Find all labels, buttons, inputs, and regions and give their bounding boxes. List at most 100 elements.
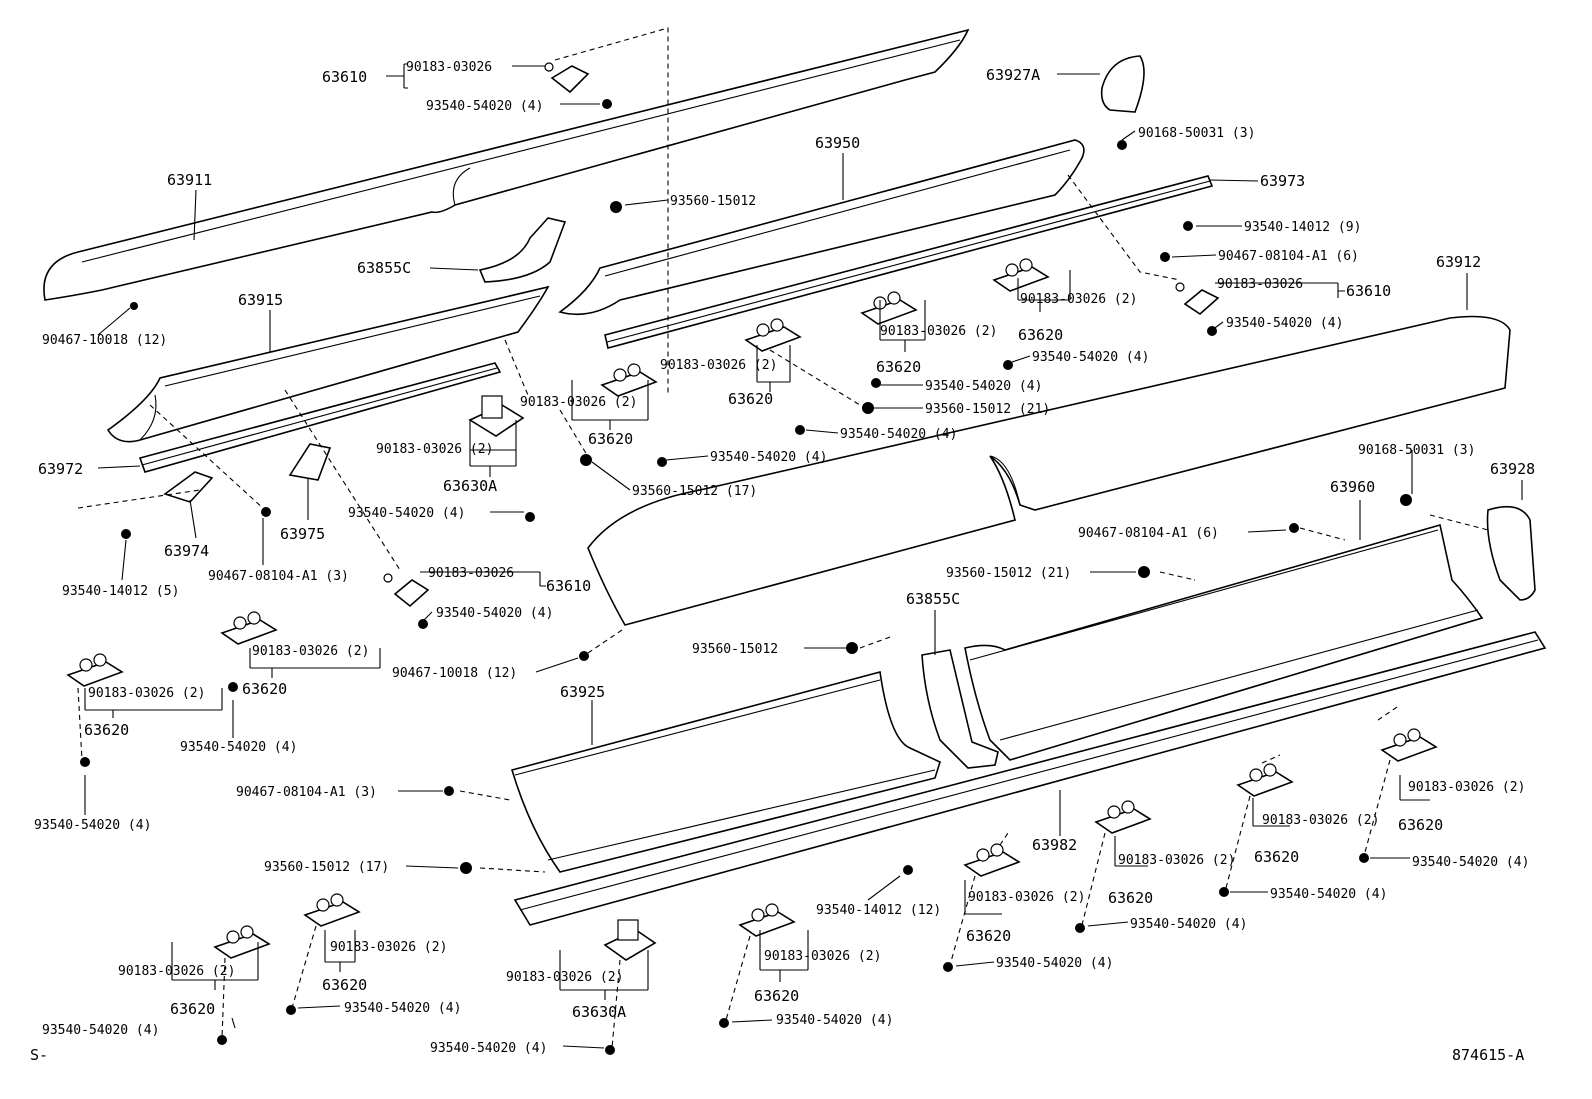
label-93540-14012-9: 93540-14012 (9) — [1244, 220, 1361, 235]
panel-63915[interactable] — [106, 285, 550, 443]
clip-mounts-63620[interactable] — [66, 258, 1438, 959]
pad-63974[interactable] — [163, 471, 214, 503]
label-90467-08104-A1-6: 90467-08104-A1 (6) — [1218, 249, 1359, 264]
label-90467-08104-A1-3: 90467-08104-A1 (3) — [236, 785, 377, 800]
label-63974: 63974 — [164, 542, 209, 560]
label-90183-03026-2: 90183-03026 (2) — [660, 358, 777, 373]
panel-63960[interactable] — [964, 523, 1484, 761]
label-63973: 63973 — [1260, 172, 1305, 190]
label-93540-54020-4: 93540-54020 (4) — [776, 1013, 893, 1028]
label-90183-03026: 90183-03026 — [428, 566, 514, 581]
label-63928: 63928 — [1490, 460, 1535, 478]
label-63620: 63620 — [966, 927, 1011, 945]
label-93540-54020-4: 93540-54020 (4) — [710, 450, 827, 465]
label-93540-54020-4: 93540-54020 (4) — [1226, 316, 1343, 331]
label-93540-54020-4: 93540-54020 (4) — [1412, 855, 1529, 870]
label-90467-10018-12: 90467-10018 (12) — [392, 666, 517, 681]
label-93560-15012-17: 93560-15012 (17) — [264, 860, 389, 875]
label-93560-15012-21: 93560-15012 (21) — [925, 402, 1050, 417]
clip-base-63630A-upper[interactable] — [468, 395, 525, 437]
bracket-63855C-lower[interactable] — [921, 649, 999, 769]
label-63982: 63982 — [1032, 836, 1077, 854]
label-63911: 63911 — [167, 171, 212, 189]
label-63630A: 63630A — [443, 477, 497, 495]
label-63975: 63975 — [280, 525, 325, 543]
label-90467-08104-A1-6: 90467-08104-A1 (6) — [1078, 526, 1219, 541]
label-93560-15012: 93560-15012 — [692, 642, 778, 657]
end-cap-63927A[interactable] — [1100, 55, 1145, 113]
label-63620: 63620 — [322, 976, 367, 994]
label-63972: 63972 — [38, 460, 83, 478]
label-63610: 63610 — [322, 68, 367, 86]
pad-63975[interactable] — [288, 443, 332, 481]
label-63620: 63620 — [1018, 326, 1063, 344]
label-93540-54020-4: 93540-54020 (4) — [180, 740, 297, 755]
label-90183-03026-2: 90183-03026 (2) — [506, 970, 623, 985]
clip-plate-63610-left[interactable] — [383, 573, 430, 629]
panel-63950[interactable] — [558, 139, 1085, 316]
label-90183-03026-2: 90183-03026 (2) — [88, 686, 205, 701]
label-63915: 63915 — [238, 291, 283, 309]
label-90467-10018-12: 90467-10018 (12) — [42, 333, 167, 348]
label-93540-54020-4: 93540-54020 (4) — [925, 379, 1042, 394]
label-63620: 63620 — [588, 430, 633, 448]
rail-63982[interactable] — [513, 631, 1547, 926]
label-93560-15012-21: 93560-15012 (21) — [946, 566, 1071, 581]
label-63855C: 63855C — [906, 590, 960, 608]
label-63620: 63620 — [1398, 816, 1443, 834]
label-90467-08104-A1-3: 90467-08104-A1 (3) — [208, 569, 349, 584]
panel-63925[interactable] — [510, 670, 941, 873]
label-63620: 63620 — [754, 987, 799, 1005]
molding-63912[interactable] — [587, 315, 1511, 626]
label-90183-03026-2: 90183-03026 (2) — [118, 964, 235, 979]
corner-mark: S- — [30, 1046, 48, 1064]
label-90183-03026: 90183-03026 — [406, 60, 492, 75]
label-63950: 63950 — [815, 134, 860, 152]
label-63912: 63912 — [1436, 253, 1481, 271]
clip-plate-63610-top[interactable] — [544, 62, 612, 109]
end-cap-63928[interactable] — [1486, 505, 1536, 601]
label-93540-54020-4: 93540-54020 (4) — [34, 818, 151, 833]
label-63620: 63620 — [1108, 889, 1153, 907]
leader-lines — [84, 63, 1523, 1049]
label-63630A: 63630A — [572, 1003, 626, 1021]
label-90168-50031-3: 90168-50031 (3) — [1358, 443, 1475, 458]
label-93540-14012-12: 93540-14012 (12) — [816, 903, 941, 918]
label-93540-54020-4: 93540-54020 (4) — [996, 956, 1113, 971]
label-63620: 63620 — [876, 358, 921, 376]
label-63927A: 63927A — [986, 66, 1040, 84]
label-63620: 63620 — [1254, 848, 1299, 866]
label-63620: 63620 — [84, 721, 129, 739]
label-93540-54020-4: 93540-54020 (4) — [436, 606, 553, 621]
bracket-63855C-upper[interactable] — [478, 217, 567, 283]
label-90183-03026-2: 90183-03026 (2) — [376, 442, 493, 457]
label-90168-50031-3: 90168-50031 (3) — [1138, 126, 1255, 141]
label-90183-03026-2: 90183-03026 (2) — [880, 324, 997, 339]
label-90183-03026-2: 90183-03026 (2) — [520, 395, 637, 410]
strip-63972[interactable] — [138, 362, 502, 473]
label-63960: 63960 — [1330, 478, 1375, 496]
fasteners — [80, 140, 1412, 1055]
label-90183-03026-2: 90183-03026 (2) — [764, 949, 881, 964]
clip-plate-63610-right[interactable] — [1175, 282, 1220, 336]
label-93540-54020-4: 93540-54020 (4) — [1032, 350, 1149, 365]
label-90183-03026-2: 90183-03026 (2) — [330, 940, 447, 955]
label-93540-54020-4: 93540-54020 (4) — [42, 1023, 159, 1038]
label-93540-54020-4: 93540-54020 (4) — [430, 1041, 547, 1056]
label-93540-54020-4: 93540-54020 (4) — [348, 506, 465, 521]
label-93540-54020-4: 93540-54020 (4) — [426, 99, 543, 114]
label-93560-15012-17: 93560-15012 (17) — [632, 484, 757, 499]
strip-63973[interactable] — [604, 175, 1214, 349]
label-63620: 63620 — [728, 390, 773, 408]
label-90183-03026-2: 90183-03026 (2) — [252, 644, 369, 659]
molding-63911[interactable] — [43, 28, 970, 301]
label-63855C: 63855C — [357, 259, 411, 277]
label-93540-54020-4: 93540-54020 (4) — [840, 427, 957, 442]
label-93560-15012: 93560-15012 — [670, 194, 756, 209]
label-93540-14012-5: 93540-14012 (5) — [62, 584, 179, 599]
clip-base-63630A-lower[interactable] — [603, 919, 657, 961]
part-labels: 63610 90183-03026 93540-54020 (4) 63911 … — [30, 60, 1535, 1064]
label-90183-03026-2: 90183-03026 (2) — [1262, 813, 1379, 828]
